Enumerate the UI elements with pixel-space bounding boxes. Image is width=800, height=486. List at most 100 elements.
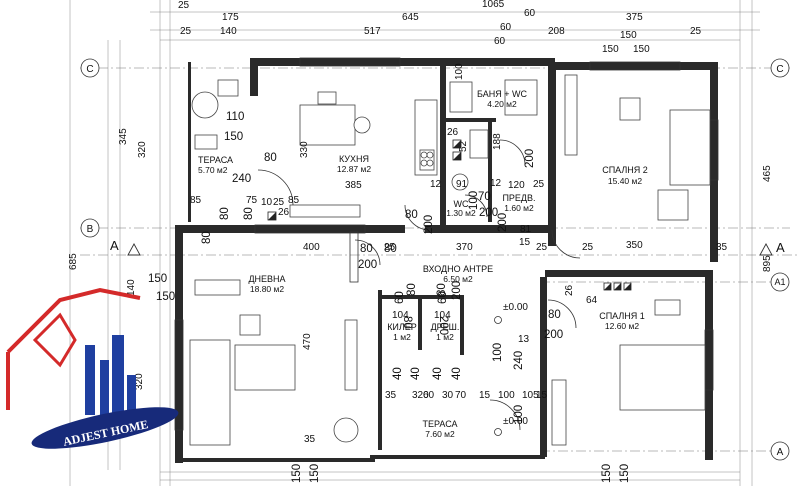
room-bath-name: БАНЯ + WC (477, 89, 527, 99)
logo-house-roof (6, 287, 141, 410)
svg-text:320: 320 (134, 373, 145, 390)
room-terrace-bottom-name: ТЕРАСА (422, 419, 457, 429)
axis-bubble-b: B (80, 218, 100, 238)
svg-text:1065: 1065 (482, 0, 505, 10)
svg-text:320: 320 (412, 390, 429, 401)
room-bedroom2-name: СПАЛНЯ 2 (602, 165, 648, 175)
svg-text:A1: A1 (774, 277, 785, 287)
room-living-area: 18.80 м2 (250, 284, 284, 294)
svg-text:80: 80 (201, 231, 213, 244)
svg-text:200: 200 (524, 149, 536, 168)
svg-text:26: 26 (278, 207, 290, 218)
svg-text:200: 200 (497, 213, 509, 232)
svg-text:40: 40 (451, 367, 463, 380)
svg-text:100: 100 (513, 405, 525, 424)
section-marker-right: A (759, 240, 785, 256)
svg-text:80: 80 (401, 316, 413, 329)
svg-text:100: 100 (498, 390, 515, 401)
svg-text:25: 25 (533, 179, 545, 190)
svg-text:150: 150 (602, 44, 619, 55)
svg-text:200: 200 (479, 207, 498, 219)
svg-text:104: 104 (392, 310, 409, 321)
room-hall-name: ВХОДНО АНТРЕ (423, 264, 493, 274)
svg-text:150: 150 (148, 273, 167, 285)
svg-text:200: 200 (451, 281, 463, 300)
svg-text:15: 15 (536, 390, 548, 401)
room-wc-name: WC (454, 199, 469, 209)
svg-text:40: 40 (410, 367, 422, 380)
svg-text:240: 240 (513, 351, 525, 370)
dimension-lines (69, 0, 760, 486)
room-wc-area: 1.30 м2 (446, 208, 476, 218)
svg-text:25: 25 (690, 26, 702, 37)
svg-text:85: 85 (190, 195, 202, 206)
room-kitchen-name: КУХНЯ (339, 154, 369, 164)
svg-text:375: 375 (626, 12, 643, 23)
svg-text:200: 200 (358, 259, 377, 271)
room-pantry-area: 1 м2 (393, 332, 411, 342)
room-pantry-name: КИЛЕР (387, 322, 417, 332)
svg-text:110: 110 (226, 111, 244, 123)
axis-bubble-a1: A1 (770, 272, 790, 292)
svg-text:70: 70 (455, 390, 467, 401)
svg-text:A: A (110, 238, 119, 253)
svg-text:12: 12 (490, 178, 502, 189)
svg-text:685: 685 (68, 253, 79, 270)
room-terrace-bottom-area: 7.60 м2 (425, 429, 455, 439)
svg-text:175: 175 (222, 12, 239, 23)
svg-text:35: 35 (304, 434, 316, 445)
svg-text:385: 385 (345, 180, 362, 191)
room-vestibule-area: 1.60 м2 (504, 203, 534, 213)
svg-text:26: 26 (447, 127, 459, 138)
svg-text:10: 10 (261, 197, 273, 208)
svg-text:80: 80 (219, 207, 231, 220)
svg-text:370: 370 (456, 242, 473, 253)
svg-text:188: 188 (492, 133, 503, 150)
svg-text:60: 60 (437, 291, 449, 304)
svg-text:25: 25 (384, 242, 396, 253)
svg-text:400: 400 (303, 242, 320, 253)
level-marks: ±0.00 ±0.00 (494, 302, 528, 436)
svg-text:150: 150 (620, 30, 637, 41)
svg-text:140: 140 (220, 26, 237, 37)
svg-text:895: 895 (762, 255, 773, 272)
svg-text:150: 150 (224, 131, 243, 143)
svg-text:320: 320 (137, 141, 148, 158)
top-dimensions: 25 175 645 1065 375 25 140 517 60 208 15… (178, 0, 702, 55)
room-bedroom2-area: 15.40 м2 (608, 176, 642, 186)
svg-text:200: 200 (437, 316, 449, 335)
svg-text:81: 81 (520, 224, 532, 235)
svg-text:C: C (776, 64, 783, 75)
logo-swoosh (31, 407, 179, 449)
svg-text:25: 25 (273, 197, 285, 208)
svg-text:15: 15 (479, 390, 491, 401)
svg-text:40: 40 (432, 367, 444, 380)
svg-text:208: 208 (548, 26, 565, 37)
svg-text:25: 25 (536, 242, 548, 253)
axis-bubble-c-right: C (770, 58, 790, 78)
room-vestibule-name: ПРЕДВ. (502, 193, 535, 203)
svg-text:80: 80 (548, 309, 561, 321)
svg-text:80: 80 (384, 243, 397, 255)
svg-text:240: 240 (232, 173, 251, 185)
svg-text:35: 35 (385, 390, 397, 401)
svg-text:C: C (86, 64, 93, 75)
svg-text:80: 80 (436, 283, 448, 296)
svg-text:64: 64 (586, 295, 598, 306)
svg-text:200: 200 (544, 329, 563, 341)
svg-text:150: 150 (601, 464, 613, 483)
logo-tower-4 (127, 375, 136, 415)
svg-text:A: A (777, 447, 784, 458)
svg-text:80: 80 (406, 283, 418, 296)
room-kitchen-area: 12.87 м2 (337, 164, 371, 174)
svg-text:80: 80 (243, 207, 255, 220)
svg-text:25: 25 (178, 0, 190, 11)
room-terrace-top-name: ТЕРАСА (198, 155, 233, 165)
svg-text:330: 330 (299, 141, 310, 158)
room-bedroom1-area: 12.60 м2 (605, 321, 639, 331)
svg-text:345: 345 (118, 128, 129, 145)
svg-text:470: 470 (302, 333, 313, 350)
logo-house-inner (32, 312, 77, 368)
